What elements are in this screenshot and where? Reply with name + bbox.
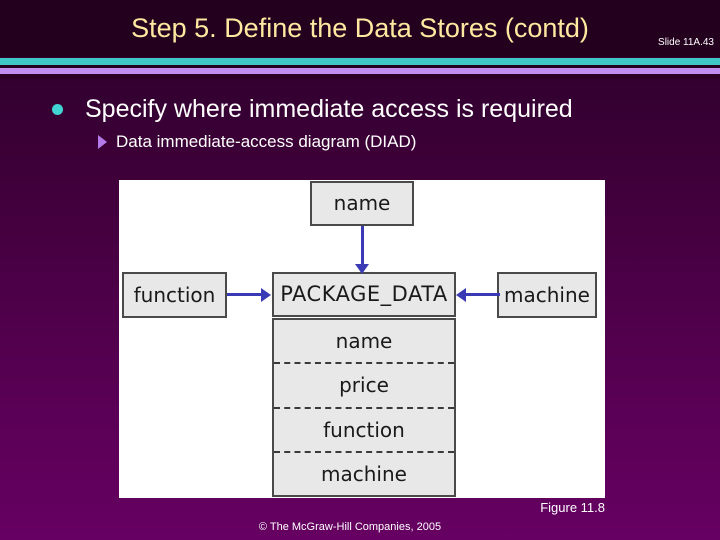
title-band: Step 5. Define the Data Stores (contd) S… (0, 0, 720, 57)
slide-number: Slide 11A.43 (658, 37, 714, 48)
attribute-row: machine (274, 450, 454, 495)
arrow-right-icon (261, 288, 271, 302)
diagram-panel: name function machine PACKAGE_DATA name … (119, 180, 605, 498)
arrow-down-line (361, 226, 364, 266)
diagram-box-package-data: PACKAGE_DATA (272, 272, 456, 317)
divider-bar-shadow (0, 74, 720, 79)
arrow-right-line (227, 293, 263, 296)
bullet-item-primary: Specify where immediate access is requir… (52, 92, 692, 126)
divider-bar-gap (0, 65, 720, 68)
attribute-row: name (335, 329, 393, 354)
attribute-row: price (274, 362, 454, 406)
diagram-box-machine: machine (497, 272, 597, 318)
circle-bullet-icon (52, 104, 63, 115)
bullet-item-secondary: Data immediate-access diagram (DIAD) (98, 130, 678, 154)
copyright-notice: © The McGraw-Hill Companies, 2005 (258, 521, 442, 533)
diagram-box-name: name (310, 181, 414, 226)
attribute-row: function (274, 406, 454, 451)
diagram-box-function: function (122, 272, 227, 318)
divider-bar-lavender (0, 68, 720, 74)
figure-caption: Figure 11.8 (540, 500, 605, 515)
arrow-left-line (466, 293, 500, 296)
triangle-bullet-icon (98, 135, 107, 149)
arrow-down-icon (355, 264, 369, 274)
bullet-primary-label: Specify where immediate access is requir… (85, 95, 573, 123)
diagram-attribute-table: name price function machine (272, 318, 456, 497)
bullet-secondary-label: Data immediate-access diagram (DIAD) (116, 132, 417, 151)
arrow-left-icon (456, 288, 466, 302)
page-title: Step 5. Define the Data Stores (contd) (131, 13, 589, 43)
divider-bar-teal (0, 58, 720, 65)
